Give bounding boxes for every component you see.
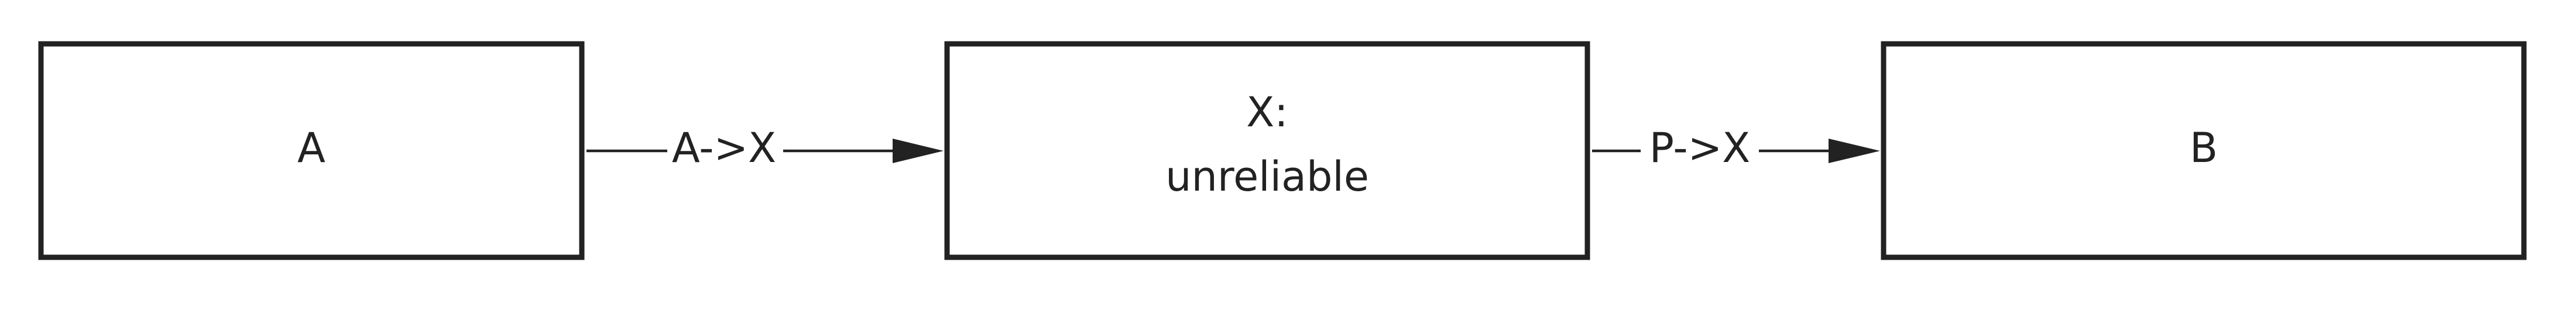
node-x-label-line-1: X: bbox=[1246, 88, 1288, 136]
edge-a-to-x-label: A->X bbox=[672, 124, 776, 172]
node-x: X: unreliable bbox=[944, 41, 1590, 260]
edge-a-to-x-arrowhead bbox=[893, 139, 944, 163]
node-a: A bbox=[38, 41, 585, 260]
edge-a-to-x: A->X bbox=[586, 124, 944, 172]
node-b: B bbox=[1881, 41, 2527, 260]
node-a-label: A bbox=[297, 124, 325, 172]
node-x-box bbox=[944, 41, 1590, 260]
node-b-box bbox=[1881, 41, 2527, 260]
node-x-label-line-2: unreliable bbox=[1165, 153, 1369, 201]
node-a-box bbox=[38, 41, 585, 260]
edge-x-to-b: P->X bbox=[1592, 124, 1880, 172]
edge-x-to-b-label: P->X bbox=[1649, 124, 1751, 172]
edge-x-to-b-arrowhead bbox=[1829, 139, 1880, 163]
node-b-label: B bbox=[2190, 124, 2218, 172]
